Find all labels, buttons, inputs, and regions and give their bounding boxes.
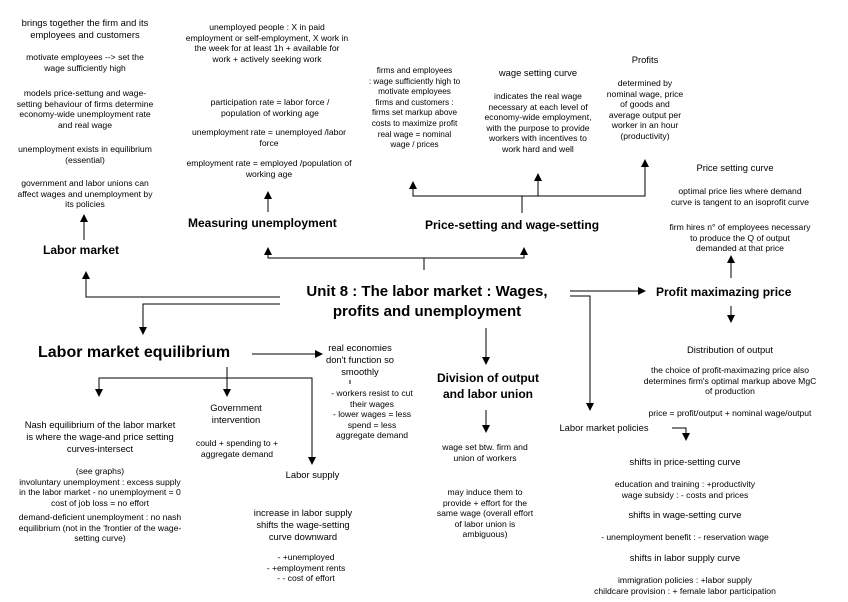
profit-max-heading: Profit maximazing price bbox=[656, 285, 792, 299]
labor-market-heading: Labor market bbox=[43, 243, 120, 257]
measuring-heading: Measuring unemployment bbox=[188, 216, 337, 230]
labor-supply-text: increase in labor supply shifts the wage… bbox=[253, 507, 353, 542]
real-economies-text: real economies don't function so smoothl… bbox=[326, 342, 394, 377]
firms-text: firms and employees : wage sufficiently … bbox=[368, 66, 461, 150]
equilibrium-heading: Labor market equilibrium bbox=[38, 344, 231, 361]
shift-price-setting-title: shifts in price-setting curve bbox=[629, 456, 741, 467]
government-text: could + spending to + aggregate demand bbox=[195, 438, 279, 459]
shift-labor-supply-text: immigration policies : +labor supply chi… bbox=[594, 575, 776, 596]
price-setting-curve-title: Price setting curve bbox=[696, 162, 774, 173]
distribution-text: the choice of profit-maximazing price al… bbox=[643, 365, 817, 397]
profits-title: Profits bbox=[631, 54, 659, 65]
shift-wage-setting-text: - unemployment benefit : - reservation w… bbox=[601, 532, 769, 542]
labor-market-point-1: motivate employees --> set the wage suff… bbox=[26, 52, 144, 73]
real-economies-points: - workers resist to cut their wages - lo… bbox=[331, 388, 413, 441]
labor-supply-title: Labor supply bbox=[285, 469, 340, 480]
government-title: Government intervention bbox=[210, 402, 262, 425]
measuring-point-1: unemployed people : X in paid employment… bbox=[185, 22, 349, 64]
policies-heading: Labor market policies bbox=[559, 422, 649, 433]
labor-supply-points: - +unemployed - +employment rents - - co… bbox=[266, 552, 346, 584]
nash-points: (see graphs) involuntary unemployment : … bbox=[19, 466, 181, 508]
measuring-point-4: employment rate = employed /population o… bbox=[186, 158, 352, 179]
division-point-2: may induce them to provide + effort for … bbox=[436, 487, 534, 540]
wage-setting-curve-title: wage setting curve bbox=[498, 67, 578, 78]
labor-market-point-3: unemployment exists in equilibrium (esse… bbox=[18, 144, 152, 165]
labor-market-point-4: government and labor unions can affect w… bbox=[17, 178, 153, 210]
firm-hires-text: firm hires n° of employees necessary to … bbox=[669, 222, 811, 254]
price-setting-curve-text: optimal price lies where demand curve is… bbox=[670, 186, 810, 207]
shift-labor-supply-title: shifts in labor supply curve bbox=[629, 552, 741, 563]
wage-setting-curve-text: indicates the real wage necessary at eac… bbox=[484, 91, 592, 154]
measuring-point-3: unemployment rate = unemployed /labor fo… bbox=[191, 127, 347, 148]
price-wage-heading: Price-setting and wage-setting bbox=[425, 218, 600, 232]
central-topic: Unit 8 : The labor market : Wages, profi… bbox=[306, 283, 548, 320]
demand-deficient-text: demand-deficient unemployment : no nash … bbox=[18, 512, 182, 544]
shift-wage-setting-title: shifts in wage-setting curve bbox=[628, 509, 742, 520]
labor-market-point-2: models price-settung and wage- setting b… bbox=[16, 88, 154, 130]
labor-market-intro: brings together the firm and its employe… bbox=[21, 17, 149, 40]
price-formula: price = profit/output + nominal wage/out… bbox=[648, 408, 812, 418]
distribution-title: Distribution of output bbox=[687, 344, 773, 355]
measuring-point-2: participation rate = labor force / popul… bbox=[210, 97, 330, 118]
shift-price-setting-text: education and training : +productivity w… bbox=[614, 479, 756, 500]
division-point-1: wage set btw. firm and union of workers bbox=[442, 442, 528, 463]
division-heading: Division of output and labor union bbox=[437, 371, 539, 401]
nash-equilibrium-text: Nash equilibrium of the labor market is … bbox=[24, 419, 176, 454]
profits-text: determined by nominal wage, price of goo… bbox=[606, 78, 684, 141]
